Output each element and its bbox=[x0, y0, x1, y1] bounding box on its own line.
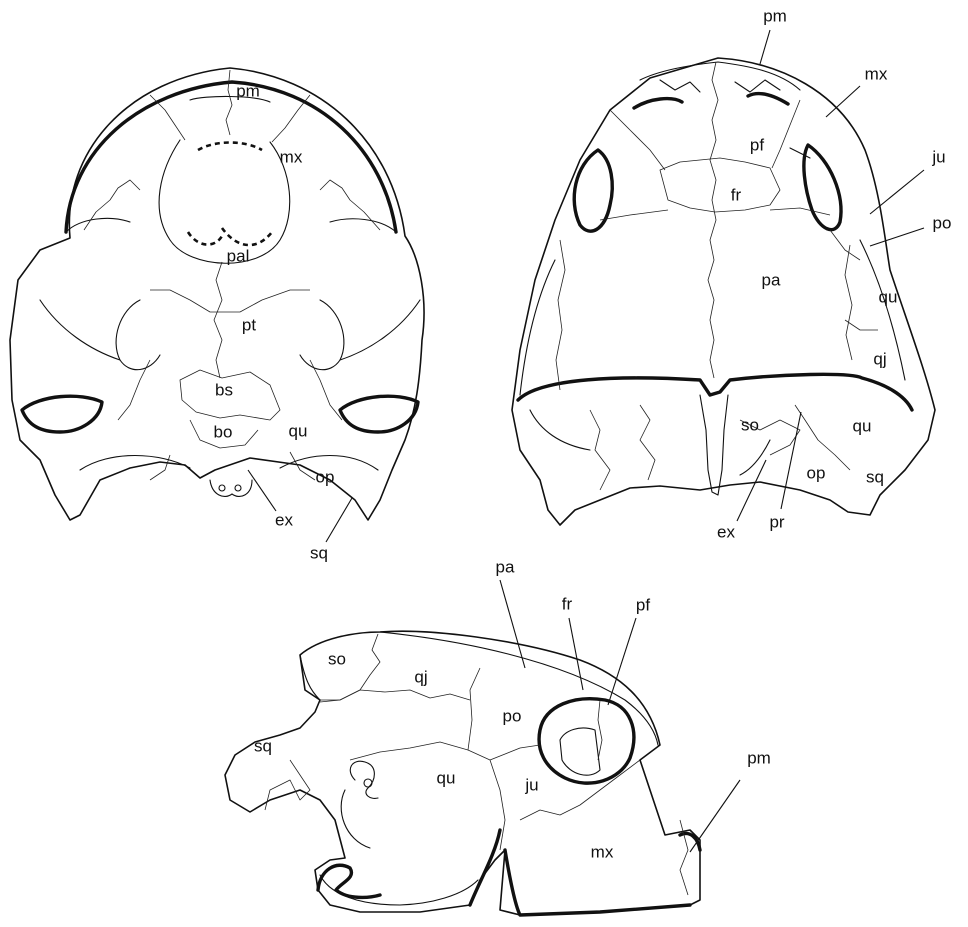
label-qu: qu bbox=[853, 416, 872, 435]
label-pal: pal bbox=[227, 246, 250, 265]
label-fr: fr bbox=[562, 594, 573, 613]
label-ju: ju bbox=[931, 147, 945, 166]
label-po: po bbox=[933, 213, 952, 232]
label-pt: pt bbox=[242, 315, 256, 334]
label-qj: qj bbox=[414, 667, 427, 686]
label-qu: qu bbox=[879, 287, 898, 306]
label-pm: pm bbox=[763, 6, 787, 25]
label-mx: mx bbox=[865, 64, 888, 83]
label-op: op bbox=[807, 463, 826, 482]
label-sq: sq bbox=[310, 543, 328, 562]
label-mx: mx bbox=[280, 147, 303, 166]
label-bs: bs bbox=[215, 380, 233, 399]
label-pa: pa bbox=[762, 270, 781, 289]
label-ex: ex bbox=[717, 522, 735, 541]
ventral-skull-outline bbox=[10, 68, 424, 520]
label-qu: qu bbox=[437, 768, 456, 787]
lateral-orbit bbox=[539, 699, 634, 783]
ventral-view: pm mx pal pt bs bo qu op ex sq bbox=[10, 68, 424, 562]
label-so: so bbox=[328, 649, 346, 668]
label-pm: pm bbox=[747, 748, 771, 767]
dorsal-view: pm mx pf ju fr po pa qu qj so qu op sq e… bbox=[512, 6, 951, 541]
label-pa: pa bbox=[496, 557, 515, 576]
label-sq: sq bbox=[866, 467, 884, 486]
dorsal-skull-outline bbox=[512, 58, 935, 525]
lateral-skull-outline bbox=[225, 631, 700, 915]
label-op: op bbox=[316, 467, 335, 486]
label-qu: qu bbox=[289, 421, 308, 440]
label-fr: fr bbox=[731, 185, 742, 204]
label-ex: ex bbox=[275, 510, 293, 529]
label-sq: sq bbox=[254, 736, 272, 755]
label-pr: pr bbox=[769, 512, 784, 531]
label-po: po bbox=[503, 706, 522, 725]
label-mx: mx bbox=[591, 842, 614, 861]
label-bo: bo bbox=[214, 422, 233, 441]
label-ju: ju bbox=[524, 775, 538, 794]
ventral-jaw-margin bbox=[66, 82, 396, 232]
lateral-view: pa fr pf so qj po sq qu ju pm mx bbox=[225, 557, 771, 915]
label-pm: pm bbox=[236, 81, 260, 100]
label-pf: pf bbox=[636, 595, 650, 614]
label-pf: pf bbox=[750, 135, 764, 154]
label-so: so bbox=[741, 415, 759, 434]
label-qj: qj bbox=[873, 349, 886, 368]
